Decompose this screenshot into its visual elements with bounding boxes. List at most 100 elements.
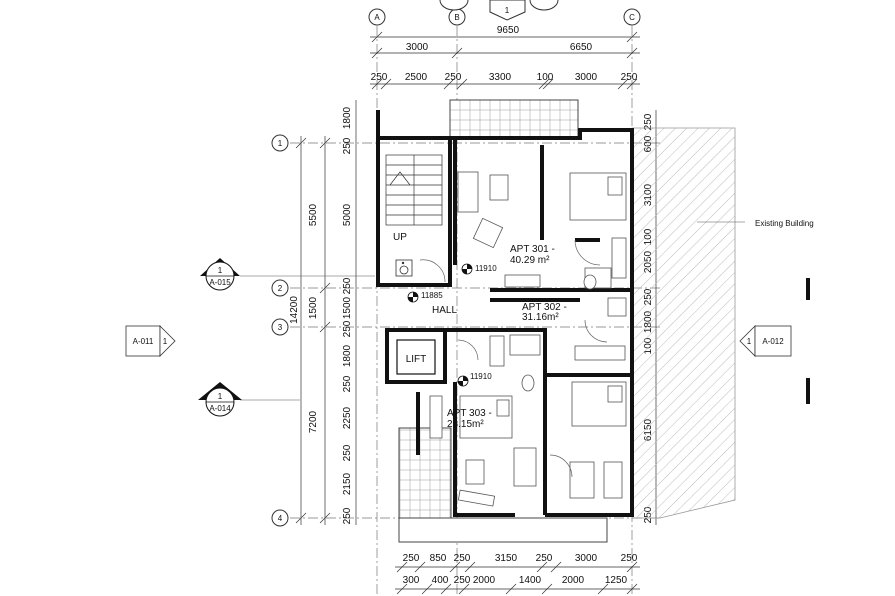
dim-top-d2: 2500 bbox=[405, 72, 428, 83]
furniture bbox=[429, 171, 627, 507]
dims-top-detail: 250 2500 250 3300 100 3000 250 bbox=[371, 72, 638, 83]
dim-left-total: 14200 bbox=[289, 296, 300, 324]
level-marker-3: 11910 bbox=[457, 372, 492, 387]
dim-left-d3: 5000 bbox=[342, 203, 353, 226]
dim-left-d6: 250 bbox=[342, 320, 353, 337]
level-marker-1-label: 11910 bbox=[475, 264, 497, 273]
wheelchair-icon bbox=[395, 259, 413, 277]
hall-label: HALL bbox=[432, 305, 457, 316]
dim-left-d11: 2150 bbox=[342, 472, 353, 495]
dim-left-d1: 1800 bbox=[342, 106, 353, 129]
stair-up-label: UP bbox=[393, 232, 407, 243]
dim-bot2-d1: 300 bbox=[403, 575, 420, 586]
apartment-label-301: APT 301 - 40.29 m² bbox=[510, 244, 555, 266]
dims-left-detail: 1800 250 5000 250 1500 250 1800 250 2250… bbox=[342, 106, 353, 524]
apt-302-area: 31.16m² bbox=[522, 312, 559, 323]
dim-left-d4: 250 bbox=[342, 277, 353, 294]
dim-bot2-d3: 250 bbox=[454, 575, 471, 586]
walls bbox=[376, 110, 810, 517]
level-marker-2: 11885 bbox=[407, 291, 443, 303]
dim-left-d10: 250 bbox=[342, 444, 353, 461]
dim-bot1-d5: 250 bbox=[536, 553, 553, 564]
existing-building-label: Existing Building bbox=[755, 219, 814, 228]
section-marker-a015-num: 1 bbox=[218, 266, 223, 275]
dim-lines-left bbox=[295, 100, 357, 525]
door-swings bbox=[419, 239, 608, 478]
dim-left-d5: 1500 bbox=[342, 296, 353, 319]
grid-row-3-label: 3 bbox=[278, 323, 283, 332]
lift-label: LIFT bbox=[406, 354, 427, 365]
dim-left-d8: 250 bbox=[342, 375, 353, 392]
level-marker-3-label: 11910 bbox=[470, 372, 492, 381]
grid-col-b-label: B bbox=[454, 13, 459, 22]
dim-left-outer-3: 7200 bbox=[308, 410, 319, 433]
dim-bot1-d6: 3000 bbox=[575, 553, 598, 564]
apt-303-name: APT 303 - bbox=[447, 408, 492, 419]
section-marker-a014-num: 1 bbox=[218, 392, 223, 401]
dim-top-d5: 100 bbox=[537, 72, 554, 83]
column-tag: 1 bbox=[439, 0, 559, 21]
apartment-label-302: APT 302 - 31.16m² bbox=[522, 302, 567, 323]
dim-left-d7: 1800 bbox=[342, 344, 353, 367]
apt-301-name: APT 301 - bbox=[510, 244, 555, 255]
grid-col-a-label: A bbox=[374, 13, 380, 22]
elevation-marker-a012: 1 A-012 bbox=[739, 325, 792, 357]
elevation-marker-a011: A-011 1 bbox=[125, 325, 176, 357]
dim-top-seg-2: 6650 bbox=[570, 42, 593, 53]
dim-bot1-d3: 250 bbox=[454, 553, 471, 564]
elevation-marker-a012-ref: A-012 bbox=[762, 337, 784, 346]
dim-left-outer-1: 5500 bbox=[308, 203, 319, 226]
lift-shaft: LIFT bbox=[396, 339, 436, 375]
dim-bot2-d6: 2000 bbox=[562, 575, 585, 586]
dim-top-d4: 3300 bbox=[489, 72, 512, 83]
dim-bot1-d2: 850 bbox=[430, 553, 447, 564]
grid-row-2-label: 2 bbox=[278, 284, 283, 293]
dim-left-d12: 250 bbox=[342, 507, 353, 524]
dim-left-d2: 250 bbox=[342, 137, 353, 154]
level-marker-1: 11910 bbox=[461, 263, 497, 275]
grid-row-4: 4 bbox=[271, 509, 289, 527]
dims-bottom-1: 250 850 250 3150 250 3000 250 bbox=[403, 553, 638, 564]
level-marker-2-label: 11885 bbox=[421, 291, 443, 300]
dim-lines-bottom bbox=[395, 561, 640, 595]
section-marker-a014: 1 A-014 bbox=[198, 382, 300, 417]
existing-building: Existing Building bbox=[631, 127, 814, 519]
dim-bot2-d4: 2000 bbox=[473, 575, 496, 586]
apt-303-area: 28.15m² bbox=[447, 419, 484, 430]
dim-lines-top bbox=[370, 31, 640, 90]
grid-col-a: A bbox=[368, 8, 386, 26]
dim-top-overall: 9650 bbox=[497, 25, 520, 36]
dim-bot1-d7: 250 bbox=[621, 553, 638, 564]
dim-right-d1: 250 bbox=[643, 113, 654, 130]
grid-row-1: 1 bbox=[271, 134, 289, 152]
grid-row-1-label: 1 bbox=[278, 139, 283, 148]
dim-top-seg-1: 3000 bbox=[406, 42, 429, 53]
balcony-bottom-strip bbox=[398, 517, 608, 543]
dim-left-outer-2: 1500 bbox=[308, 296, 319, 319]
dims-bottom-2: 300 400 250 2000 1400 2000 1250 bbox=[403, 575, 628, 586]
dim-top-d3: 250 bbox=[445, 72, 462, 83]
apt-301-area: 40.29 m² bbox=[510, 255, 550, 266]
elevation-marker-a012-num: 1 bbox=[747, 337, 752, 346]
dim-bot1-d1: 250 bbox=[403, 553, 420, 564]
grid-row-3: 3 bbox=[271, 318, 289, 336]
dim-top-d6: 3000 bbox=[575, 72, 598, 83]
grid-col-c-label: C bbox=[629, 13, 635, 22]
dim-bot1-d4: 3150 bbox=[495, 553, 518, 564]
elevation-marker-a011-num: 1 bbox=[163, 337, 168, 346]
dim-bot2-d7: 1250 bbox=[605, 575, 628, 586]
stair-treads bbox=[385, 154, 443, 226]
dim-left-d9: 2250 bbox=[342, 406, 353, 429]
dim-top-d7: 250 bbox=[621, 72, 638, 83]
column-tag-label: 1 bbox=[505, 6, 510, 15]
grid-col-c: C bbox=[623, 8, 641, 26]
apt-302-name: APT 302 - bbox=[522, 302, 567, 313]
grid-col-b: B bbox=[448, 8, 466, 26]
section-marker-a015-ref: A-015 bbox=[209, 278, 231, 287]
dim-bot2-d5: 1400 bbox=[519, 575, 542, 586]
balcony-top bbox=[449, 99, 579, 139]
section-marker-a015: 1 A-015 bbox=[200, 258, 375, 291]
apartment-label-303: APT 303 - 28.15m² bbox=[447, 408, 492, 430]
dim-top-d1: 250 bbox=[371, 72, 388, 83]
